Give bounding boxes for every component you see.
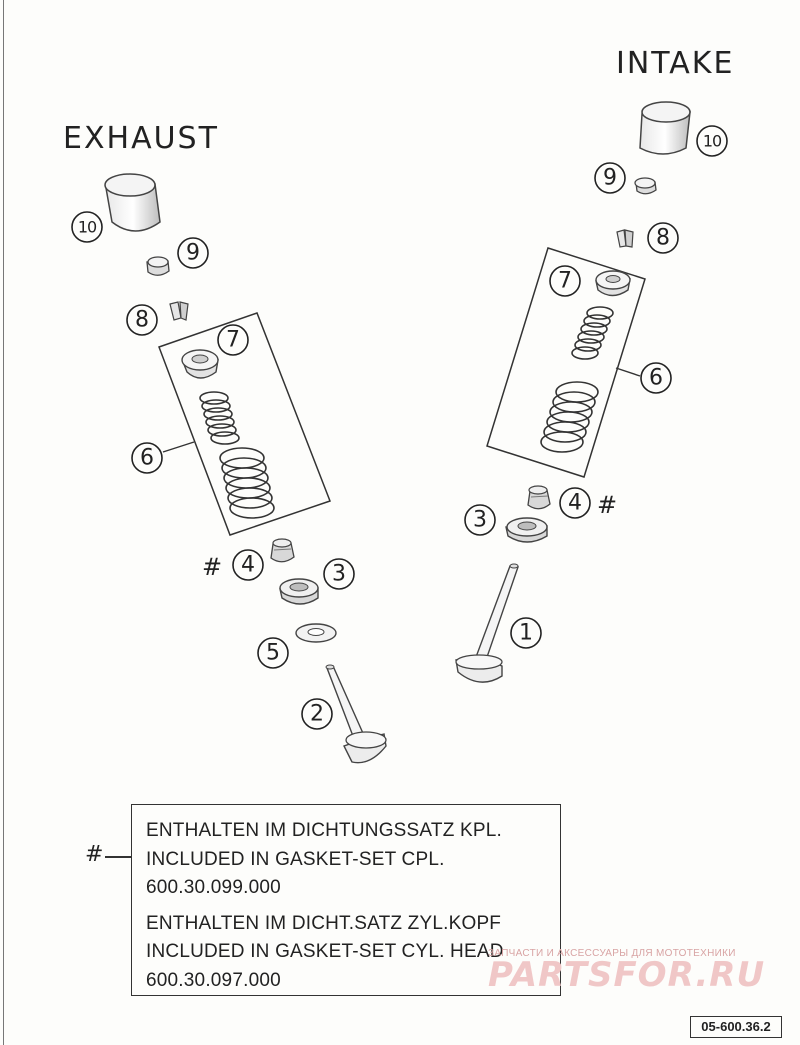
exhaust-washer-5: [295, 623, 337, 643]
intake-retainer-7: [595, 270, 631, 297]
exhaust-title: EXHAUST: [63, 121, 219, 156]
intake-stem-seal-4: [527, 485, 551, 510]
callout-intake-3: 3: [473, 508, 487, 533]
note-leader-line: [105, 856, 131, 858]
exhaust-retainer-7: [181, 349, 219, 379]
callout-exhaust-10: 10: [78, 218, 97, 237]
callout-exhaust-4: 4: [241, 553, 255, 578]
exhaust-valve-2: [325, 664, 387, 764]
note-marker: #: [85, 842, 104, 867]
exhaust-shim-9: [146, 256, 170, 276]
intake-spring-seat-3: [505, 517, 548, 543]
note-line-1: ENTHALTEN IM DICHTUNGSSATZ KPL.: [146, 820, 502, 841]
callout-intake-6: 6: [649, 366, 663, 391]
exhaust-springs-6: [199, 391, 275, 519]
note-line-5: INCLUDED IN GASKET-SET CYL. HEAD: [146, 941, 504, 962]
intake-title: INTAKE: [616, 46, 735, 81]
page-border: [3, 0, 4, 1045]
callout-exhaust-3: 3: [332, 562, 346, 587]
callout-intake-7: 7: [558, 269, 572, 294]
callout-exhaust-5: 5: [266, 641, 280, 666]
note-line-2: INCLUDED IN GASKET-SET CPL.: [146, 848, 445, 870]
callout-intake-8: 8: [656, 226, 670, 251]
callout-exhaust-9: 9: [186, 241, 200, 266]
watermark-brand: PARTSFOR.RU: [488, 955, 766, 995]
intake-cotters-8: [616, 229, 634, 248]
gasket-note-box: ENTHALTEN IM DICHTUNGSSATZ KPL. INCLUDED…: [131, 804, 561, 996]
watermark-tagline: ЗАПЧАСТИ И АКСЕССУАРЫ ДЛЯ МОТОТЕХНИКИ: [488, 948, 736, 959]
note-line-4: ENTHALTEN IM DICHT.SATZ ZYL.KOPF: [146, 912, 502, 934]
intake-valve-1: [455, 563, 519, 683]
exhaust-cotters-8: [169, 301, 189, 321]
document-code: 05-600.36.2: [690, 1016, 782, 1038]
watermark: ЗАПЧАСТИ И АКСЕССУАРЫ ДЛЯ МОТОТЕХНИКИ PA…: [488, 948, 793, 995]
callout-intake-4: 4: [568, 491, 582, 516]
exhaust-spring-group-box: [158, 312, 331, 536]
exhaust-stem-seal-4: [270, 538, 295, 563]
exhaust-spring-seat-3: [279, 578, 319, 605]
callout-intake-1: 1: [519, 621, 533, 646]
callout-exhaust-7: 7: [226, 328, 240, 353]
intake-shim-9: [634, 177, 657, 195]
callout-exhaust-2: 2: [310, 702, 324, 727]
note-line-6: 600.30.097.000: [146, 969, 281, 991]
intake-spring-group-box: [486, 247, 646, 478]
callout-exhaust-6: 6: [140, 446, 154, 471]
hash-intake-4: #: [597, 491, 617, 519]
hash-exhaust-4: #: [202, 553, 222, 581]
callout-exhaust-8: 8: [135, 308, 149, 333]
intake-springs-6: [540, 306, 614, 453]
callout-intake-10: 10: [703, 132, 722, 151]
exhaust-tappet-10: [104, 173, 161, 232]
intake-tappet-10: [639, 101, 691, 155]
note-line-3: 600.30.099.000: [146, 877, 281, 898]
callout-intake-9: 9: [603, 166, 617, 191]
